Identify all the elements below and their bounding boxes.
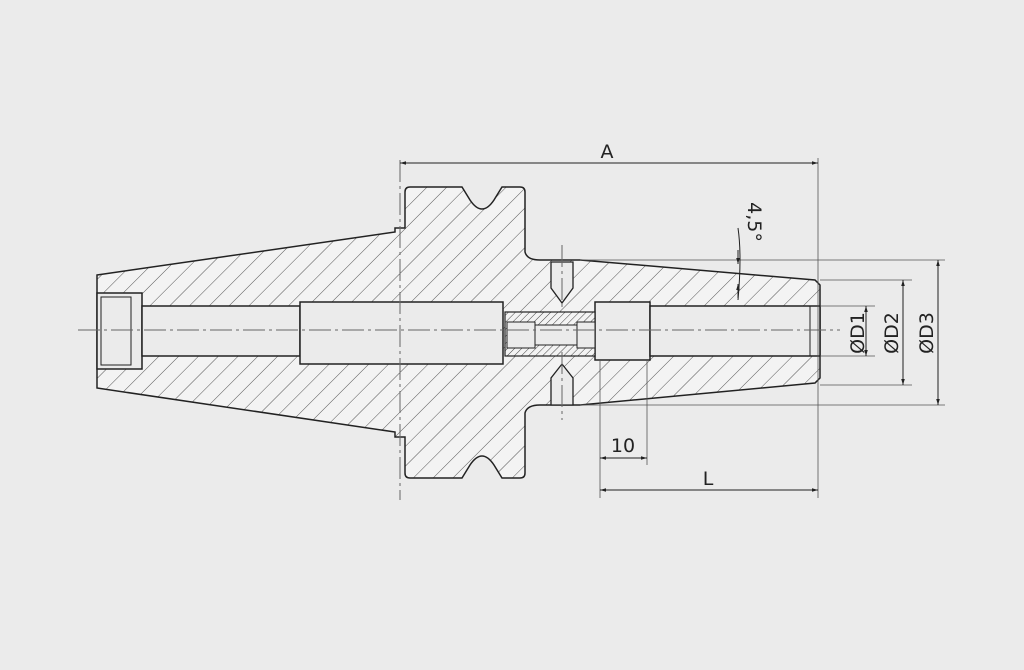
diameter-d3-label: ØD3 — [916, 312, 938, 354]
taper-angle-label: 4,5° — [743, 202, 765, 242]
dimension-a-label: A — [601, 141, 614, 163]
dimension-l-label: L — [703, 468, 714, 490]
dimension-lines — [400, 161, 940, 492]
screw-insert — [504, 311, 596, 357]
dimension-10-label: 10 — [611, 435, 635, 457]
diameter-d2-label: ØD2 — [881, 312, 903, 354]
bore-section — [96, 292, 821, 370]
centerlines — [78, 160, 840, 500]
diameter-d1-label: ØD1 — [847, 312, 869, 354]
